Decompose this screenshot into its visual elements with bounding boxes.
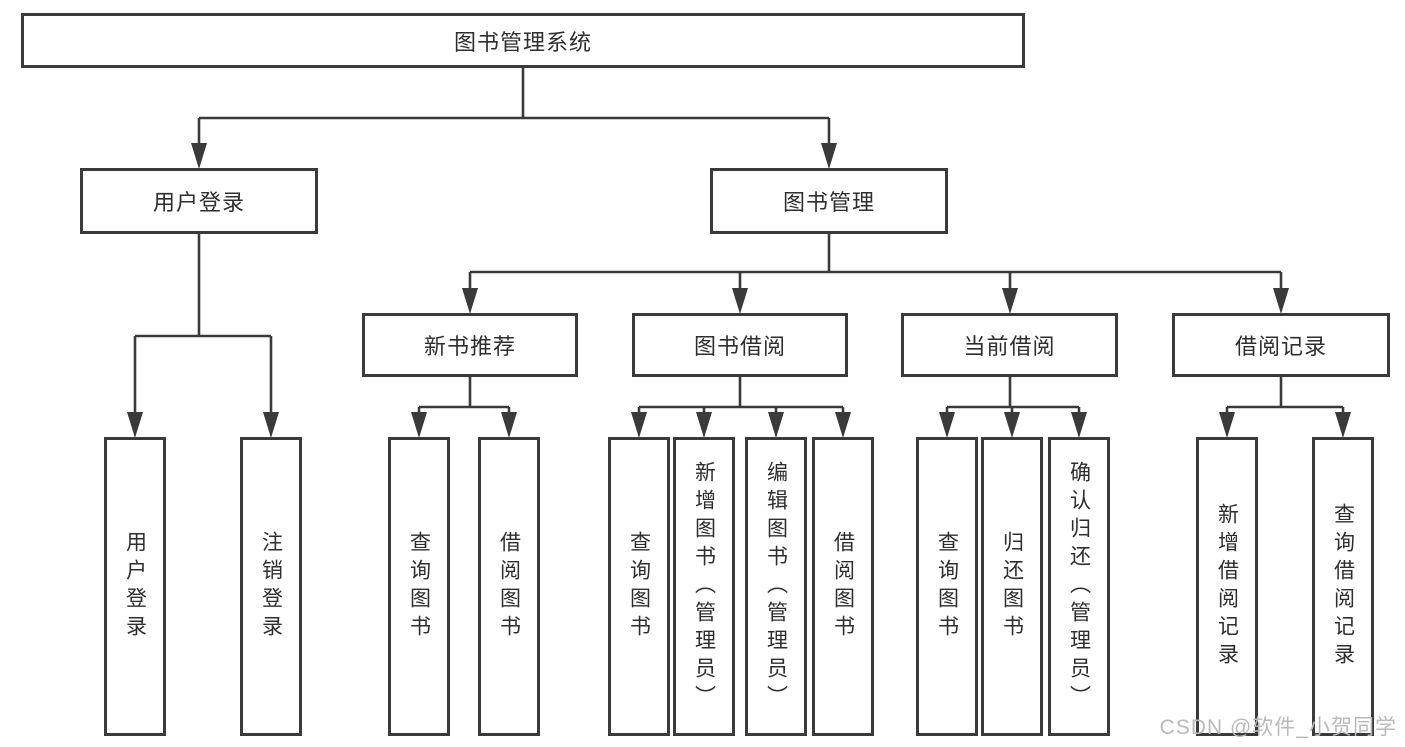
node-book-borrowing: 图书借阅: [632, 313, 848, 377]
leaf-query-books-current: 查询图书: [916, 437, 978, 736]
arrowhead-icon: [127, 412, 143, 438]
leaf-borrow-books-recommend: 借阅图书: [478, 437, 540, 736]
arrowhead-icon: [1219, 412, 1235, 438]
arrowhead-icon: [1002, 288, 1018, 314]
arrowhead-icon: [191, 143, 207, 169]
arrowhead-icon: [768, 412, 784, 438]
arrowhead-icon: [821, 143, 837, 169]
arrowhead-icon: [1071, 412, 1087, 438]
node-borrow-records: 借阅记录: [1172, 313, 1390, 377]
connector-root-to-level2: [197, 68, 831, 143]
arrowhead-icon: [696, 412, 712, 438]
connector-mgmt-to-level3: [468, 234, 1283, 288]
arrowhead-icon: [835, 412, 851, 438]
connector-borrow-to-leaves: [637, 377, 845, 412]
node-current-borrowing: 当前借阅: [901, 313, 1118, 377]
node-user-login: 用户登录: [80, 168, 318, 234]
leaf-add-borrow-record: 新增借阅记录: [1196, 437, 1258, 736]
leaf-add-books-admin: 新增图书（管理员）: [673, 437, 735, 736]
connector-newbook-to-leaves: [417, 377, 511, 412]
node-book-management: 图书管理: [710, 168, 948, 234]
leaf-user-login: 用户登录: [104, 437, 166, 736]
connector-login-to-leaves: [133, 234, 273, 412]
arrowhead-icon: [1004, 412, 1020, 438]
arrowhead-icon: [1273, 288, 1289, 314]
leaf-borrow-books: 借阅图书: [812, 437, 874, 736]
leaf-edit-books-admin: 编辑图书（管理员）: [745, 437, 807, 736]
connector-records-to-leaves: [1225, 377, 1345, 412]
node-library-system: 图书管理系统: [21, 13, 1025, 68]
watermark: CSDN @软件_小贺同学: [1159, 716, 1397, 739]
node-new-book-recommend: 新书推荐: [362, 313, 578, 377]
arrowhead-icon: [631, 412, 647, 438]
leaf-query-borrow-record: 查询借阅记录: [1312, 437, 1374, 736]
leaf-query-books-borrow: 查询图书: [608, 437, 670, 736]
leaf-confirm-return-admin: 确认归还（管理员）: [1048, 437, 1110, 736]
arrowhead-icon: [1335, 412, 1351, 438]
arrowhead-icon: [732, 288, 748, 314]
connector-current-to-leaves: [945, 377, 1081, 412]
arrowhead-icon: [462, 288, 478, 314]
arrowhead-icon: [411, 412, 427, 438]
arrowhead-icon: [939, 412, 955, 438]
arrowhead-icon: [501, 412, 517, 438]
arrowhead-icon: [263, 412, 279, 438]
leaf-logout: 注销登录: [240, 437, 302, 736]
leaf-query-books-recommend: 查询图书: [388, 437, 450, 736]
leaf-return-books: 归还图书: [981, 437, 1043, 736]
